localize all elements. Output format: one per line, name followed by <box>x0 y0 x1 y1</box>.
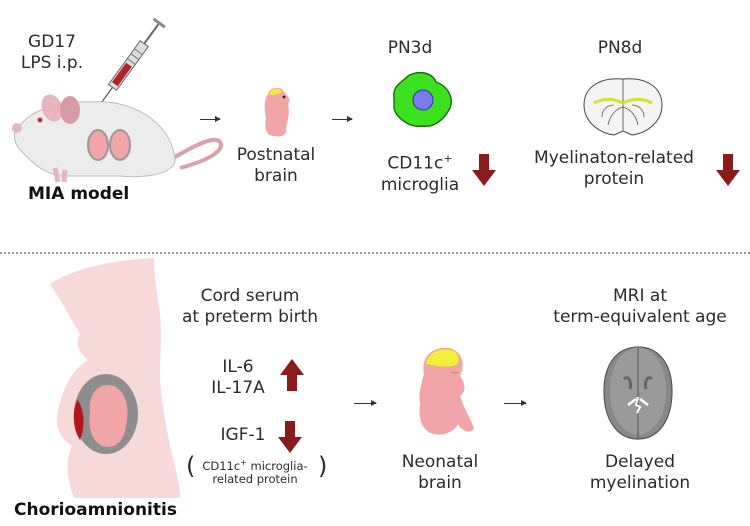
pregnant-mouse-icon <box>12 94 223 183</box>
cd11c-text: CD11c <box>387 153 444 174</box>
igf1-note-line2: related protein <box>212 471 298 486</box>
injection-time: GD17 <box>28 32 76 52</box>
note-cd11c: CD11c <box>202 458 241 473</box>
injection-route: LPS i.p. <box>20 53 84 73</box>
postnatal-pup-icon <box>264 87 290 137</box>
flow-arrow <box>504 400 527 406</box>
flow-arrow <box>354 400 377 406</box>
cord-serum-line2: at preterm birth <box>181 307 319 327</box>
cd11c-label-line2: microglia <box>380 174 460 195</box>
igf1-note-line1: CD11c+ microglia- <box>194 456 316 473</box>
decrease-arrow-icon <box>472 154 496 186</box>
myelination-label-line1: Myelinaton-related <box>534 148 694 168</box>
igf1-note: CD11c+ microglia- related protein <box>194 456 316 486</box>
coronal-brain-section-icon <box>583 78 663 136</box>
postnatal-brain-label: Postnatal brain <box>226 145 326 187</box>
mri-label-line1: MRI at <box>613 286 667 306</box>
pn3d-label: PN3d <box>387 38 433 58</box>
increase-arrow-icon <box>280 359 304 391</box>
note-rest: microglia- <box>246 458 308 473</box>
neonate-label-line1: Neonatal <box>401 452 479 472</box>
pregnant-woman-silhouette <box>50 258 180 498</box>
decrease-arrow-icon <box>278 421 302 453</box>
igf1-label: IGF-1 <box>220 425 266 445</box>
open-paren: ( <box>186 452 196 480</box>
myelination-protein-label: Myelinaton-related protein <box>524 148 704 190</box>
section-divider <box>0 252 750 254</box>
outcome-line2: myelination <box>589 473 691 493</box>
model-label: MIA model <box>28 184 130 204</box>
postnatal-label-line1: Postnatal <box>236 145 316 165</box>
outcome-label: Delayed myelination <box>570 452 710 494</box>
neonate-icon <box>419 347 474 435</box>
il6-label: IL-6 <box>222 357 254 377</box>
cd11c-label-line1: CD11c+ <box>370 148 470 175</box>
mri-label-line2: term-equivalent age <box>553 307 727 327</box>
neonate-label-line2: brain <box>418 473 462 493</box>
condition-label: Chorioamnionitis <box>14 500 177 520</box>
flow-arrow <box>332 116 353 122</box>
cord-serum-line1: Cord serum <box>200 286 300 306</box>
flow-arrow <box>200 116 221 122</box>
mri-brain-axial-icon <box>603 346 673 440</box>
postnatal-label-line2: brain <box>254 166 298 186</box>
cd11c-sup: + <box>443 152 453 165</box>
cord-serum-label: Cord serum at preterm birth <box>170 286 330 328</box>
neonatal-brain-label: Neonatal brain <box>390 452 490 494</box>
note-sup: + <box>240 458 247 467</box>
myelination-label-line2: protein <box>583 169 645 189</box>
close-paren: ) <box>318 452 328 480</box>
injection-label: GD17 LPS i.p. <box>12 32 92 74</box>
il17a-label: IL-17A <box>211 378 265 398</box>
outcome-line1: Delayed <box>604 452 675 472</box>
upregulated-markers: IL-6 IL-17A <box>198 357 278 399</box>
decrease-arrow-icon <box>716 154 740 186</box>
cd11c-microglia-label: CD11c+ microglia <box>370 148 470 196</box>
microglia-cell-icon <box>393 71 452 127</box>
syringe-icon <box>92 17 166 106</box>
pn8d-label: PN8d <box>597 38 643 58</box>
mri-label: MRI at term-equivalent age <box>540 286 740 328</box>
